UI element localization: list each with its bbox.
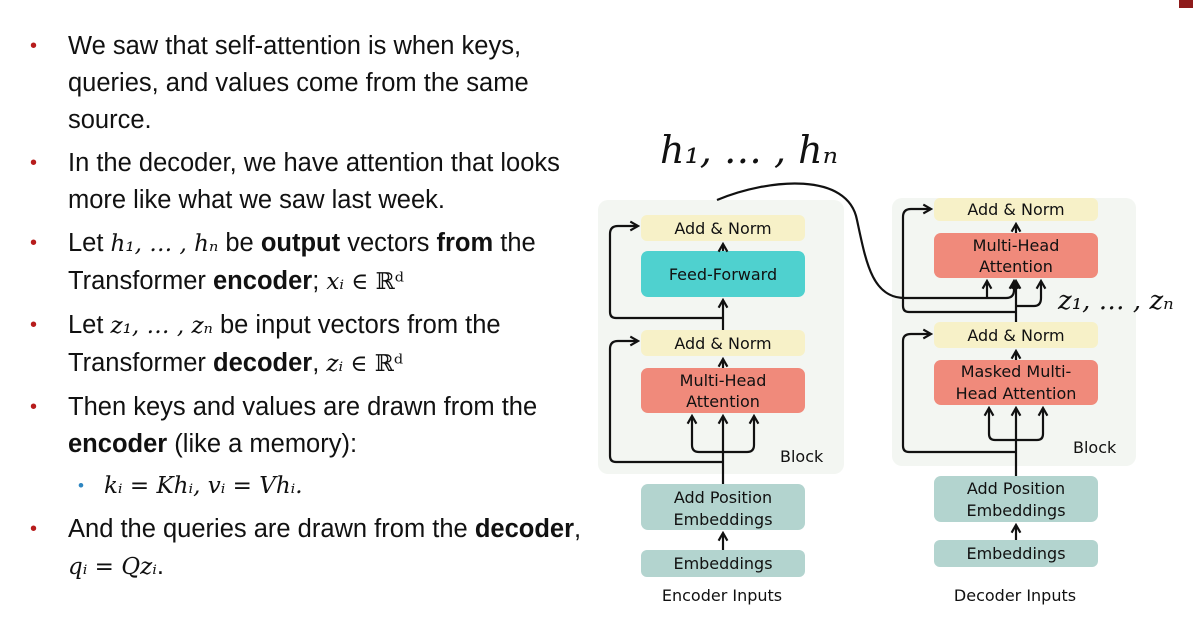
decoder-cross-attention-label-line1: Multi-Head bbox=[973, 236, 1060, 255]
encoder-feed-forward-label: Feed-Forward bbox=[669, 265, 777, 284]
text-run: Then keys and values are drawn from the bbox=[68, 393, 538, 421]
bold-run: from bbox=[436, 229, 494, 257]
encoder-block-label: Block bbox=[780, 447, 824, 466]
math-run: zᵢ ∈ bbox=[326, 351, 375, 377]
bullet-marker: • bbox=[30, 396, 38, 418]
math-run: xᵢ ∈ bbox=[326, 269, 376, 295]
math-run: ℝᵈ bbox=[374, 351, 404, 377]
slide-accent-mark bbox=[1179, 0, 1193, 8]
bullet-item: • Let z₁, … , zₙ be input vectors from t… bbox=[30, 307, 590, 383]
math-run: kᵢ = Khᵢ, vᵢ = Vhᵢ. bbox=[104, 473, 303, 499]
text-run: . bbox=[156, 552, 164, 580]
encoder-position-box bbox=[641, 484, 805, 530]
text-run: be input vectors from the Transformer bbox=[68, 311, 501, 377]
math-run: qᵢ = Qzᵢ bbox=[68, 554, 157, 580]
encoder-feed-forward-box bbox=[641, 251, 805, 297]
encoder-attention-label-line2: Attention bbox=[686, 392, 760, 411]
decoder-position-label-line2: Embeddings bbox=[966, 501, 1065, 520]
text-run: (like a memory): bbox=[167, 430, 358, 458]
decoder-position-box bbox=[934, 476, 1098, 522]
bullet-item: • Then keys and values are drawn from th… bbox=[30, 389, 590, 463]
text-run: ; bbox=[312, 267, 327, 295]
bold-run: decoder bbox=[213, 349, 313, 377]
decoder-masked-attention-label-line1: Masked Multi- bbox=[961, 362, 1072, 381]
sub-bullet-marker: • bbox=[78, 476, 84, 495]
encoder-attention-label-line1: Multi-Head bbox=[680, 371, 767, 390]
encoder-output-label: h₁, … , hₙ bbox=[660, 128, 838, 172]
encoder-connectors bbox=[608, 182, 1020, 550]
encoder-add-norm-bottom-box bbox=[641, 330, 805, 356]
math-run: ℝᵈ bbox=[375, 269, 404, 295]
encoder-position-label-line1: Add Position bbox=[674, 488, 772, 507]
text-run: , bbox=[312, 349, 327, 377]
bullet-marker: • bbox=[30, 35, 38, 57]
decoder-add-norm-bottom-label: Add & Norm bbox=[967, 326, 1064, 345]
decoder-masked-attention-label-line2: Head Attention bbox=[956, 384, 1077, 403]
bold-run: encoder bbox=[68, 430, 168, 458]
decoder-position-label-line1: Add Position bbox=[967, 479, 1065, 498]
math-run: h₁, … , hₙ bbox=[110, 231, 219, 257]
encoder-attention-box bbox=[641, 368, 805, 413]
text-run: be bbox=[218, 229, 261, 257]
bullet-marker: • bbox=[30, 232, 38, 254]
encoder-inputs-label: Encoder Inputs bbox=[662, 586, 782, 605]
decoder-embeddings-label: Embeddings bbox=[966, 544, 1065, 563]
encoder-embeddings-label: Embeddings bbox=[673, 554, 772, 573]
text-run: And the queries are drawn from the bbox=[68, 515, 475, 543]
decoder-input-label: z₁, … , zₙ bbox=[1057, 286, 1174, 316]
decoder-inputs-label: Decoder Inputs bbox=[954, 586, 1076, 605]
decoder-add-norm-top-label: Add & Norm bbox=[967, 200, 1064, 219]
bullet-marker: • bbox=[30, 518, 38, 540]
encoder-embeddings-box bbox=[641, 550, 805, 577]
bold-run: encoder bbox=[213, 267, 313, 295]
bullet-item: • And the queries are drawn from the dec… bbox=[30, 511, 590, 586]
encoder-add-norm-top-label: Add & Norm bbox=[674, 219, 771, 238]
bullet-marker: • bbox=[30, 314, 38, 336]
text-run: vectors bbox=[340, 229, 437, 257]
bullet-text: In the decoder, we have attention that l… bbox=[68, 149, 560, 214]
bullet-marker: • bbox=[30, 152, 38, 174]
bullet-item: • In the decoder, we have attention that… bbox=[30, 145, 590, 219]
math-run: z₁, … , zₙ bbox=[110, 313, 213, 339]
sub-bullet-item: • kᵢ = Khᵢ, vᵢ = Vhᵢ. bbox=[30, 467, 590, 505]
bullet-text: We saw that self-attention is when keys,… bbox=[68, 32, 529, 134]
decoder-add-norm-bottom-box bbox=[934, 322, 1098, 348]
encoder-position-label-line2: Embeddings bbox=[673, 510, 772, 529]
decoder-masked-attention-box bbox=[934, 360, 1098, 405]
decoder-embeddings-box bbox=[934, 540, 1098, 567]
bold-run: decoder bbox=[474, 515, 575, 543]
encoder-add-norm-top-box bbox=[641, 215, 805, 241]
bullet-list: • We saw that self-attention is when key… bbox=[30, 28, 590, 592]
text-run: Let bbox=[68, 229, 111, 257]
text-run: the Transformer bbox=[68, 229, 536, 295]
text-run: , bbox=[574, 515, 582, 543]
decoder-block-label: Block bbox=[1073, 438, 1117, 457]
decoder-cross-attention-box bbox=[934, 233, 1098, 278]
decoder-connectors bbox=[901, 203, 1049, 540]
decoder-cross-attention-label-line2: Attention bbox=[979, 257, 1053, 276]
bullet-item: • We saw that self-attention is when key… bbox=[30, 28, 590, 139]
bullet-item: • Let h₁, … , hₙ be output vectors from … bbox=[30, 225, 590, 301]
text-run: Let bbox=[68, 311, 111, 339]
encoder-add-norm-bottom-label: Add & Norm bbox=[674, 334, 771, 353]
bold-run: output bbox=[260, 229, 341, 257]
decoder-add-norm-top-box bbox=[934, 198, 1098, 221]
